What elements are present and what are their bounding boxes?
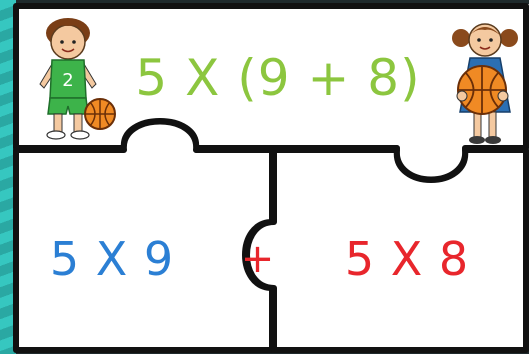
right-piece[interactable] [244, 147, 529, 353]
right-expression: 5 X 8 [345, 232, 469, 286]
jersey-number: 2 [62, 70, 73, 91]
top-expression: 5 X (9 + 8) [135, 49, 420, 107]
background-strip [0, 0, 16, 354]
basketball-icon [84, 98, 116, 130]
plus-connector: + [241, 236, 276, 282]
basketball-icon [456, 65, 509, 115]
left-expression: 5 X 9 [50, 232, 174, 286]
boy-basketball-player-icon: 2 [39, 18, 97, 140]
